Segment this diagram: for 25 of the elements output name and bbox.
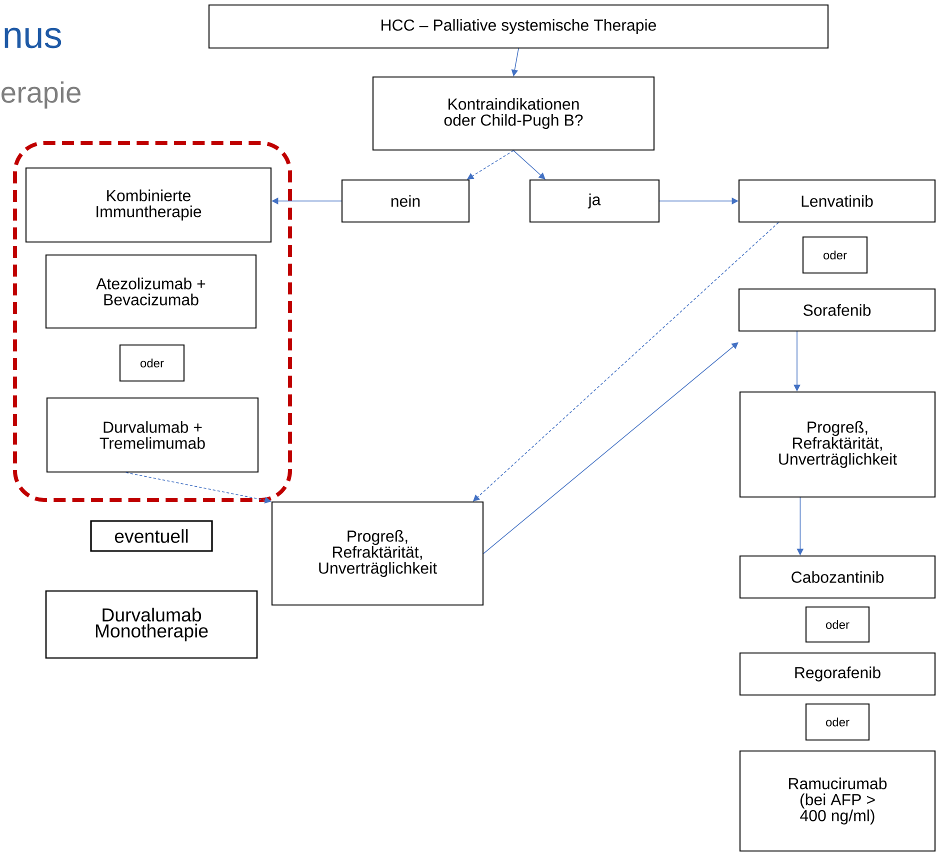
arrow	[483, 342, 738, 554]
process-box: Sorafenib	[738, 288, 936, 332]
answer-box: nein	[341, 179, 470, 223]
process-box: Atezolizumab + Bevacizumab	[45, 254, 257, 329]
answer-box: ja	[529, 179, 660, 223]
heading-text: nus	[4, 28, 62, 48]
process-box: Progreß, Refraktärität, Unverträglichkeit	[739, 391, 936, 498]
group-frame	[13, 141, 292, 502]
heading-text: erapie	[2, 81, 80, 109]
process-box: Progreß, Refraktärität, Unverträglichkeit	[271, 501, 484, 606]
arrow	[513, 150, 546, 180]
process-box: Lenvatinib	[738, 179, 936, 223]
note-box: eventuell	[90, 520, 213, 552]
process-box: Durvalumab Monotherapie	[45, 590, 258, 659]
process-box: Kombinierte Immuntherapie	[25, 167, 272, 243]
process-box: Cabozantinib	[739, 555, 936, 599]
connector-box: oder	[802, 236, 868, 274]
connector-box: oder	[805, 703, 870, 741]
title-box: HCC – Palliative systemische Therapie	[208, 4, 829, 49]
process-box: Durvalumab + Tremelimumab	[46, 397, 259, 473]
decision-box: Kontraindikationen oder Child-Pugh B?	[372, 76, 655, 151]
connector-box: oder	[805, 606, 870, 643]
process-box: Regorafenib	[739, 652, 936, 696]
process-box: Ramucirumab (bei AFP > 400 ng/ml)	[739, 750, 936, 852]
connector-box: oder	[119, 344, 185, 382]
